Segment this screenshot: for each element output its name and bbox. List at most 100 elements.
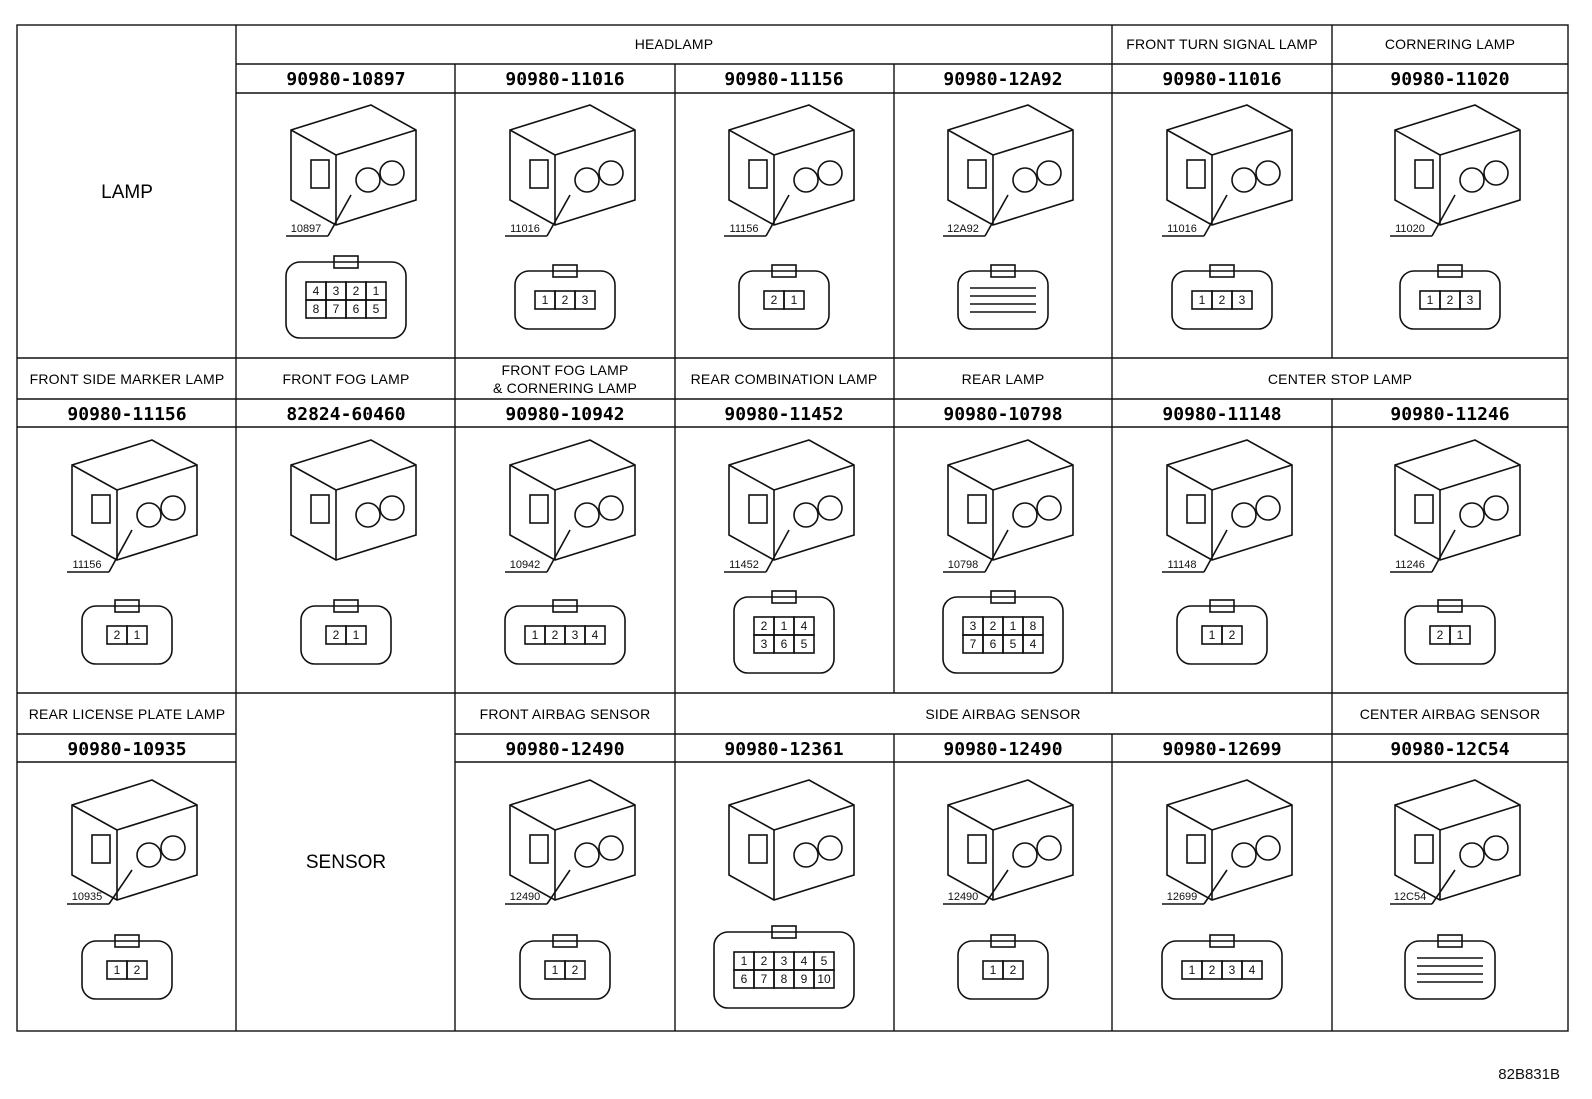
part-number: 90980-10935 bbox=[67, 739, 186, 760]
connector-drawing bbox=[1390, 439, 1521, 665]
header-front-fog-lamp-line1: FRONT FOG LAMP bbox=[502, 362, 629, 378]
terminal-cavity bbox=[1483, 160, 1509, 186]
connector-edge bbox=[509, 464, 636, 560]
terminal-cavity bbox=[1459, 167, 1485, 193]
connector-latch bbox=[529, 159, 549, 189]
connector-drawing bbox=[1162, 104, 1293, 330]
terminal-cavity bbox=[160, 495, 186, 521]
connector-housing bbox=[1166, 104, 1293, 226]
connector-edge bbox=[728, 464, 855, 560]
pin-number: 1 bbox=[781, 619, 788, 633]
part-tag: 10942 bbox=[510, 559, 541, 571]
connector-drawing bbox=[724, 439, 855, 674]
connector-lock bbox=[1209, 264, 1235, 278]
tag-leader bbox=[765, 194, 790, 237]
pin-number: 1 bbox=[134, 628, 141, 642]
terminal-cavity bbox=[793, 842, 819, 868]
terminal-cavity bbox=[1255, 835, 1281, 861]
pin-number: 1 bbox=[741, 954, 748, 968]
pin-number: 1 bbox=[373, 284, 380, 298]
terminal-cavity bbox=[598, 495, 624, 521]
connector-housing bbox=[1166, 779, 1293, 901]
pin-cavity bbox=[1241, 960, 1263, 980]
pin-number: 6 bbox=[990, 637, 997, 651]
connector-lock bbox=[990, 934, 1016, 948]
pin-cavity bbox=[1459, 290, 1481, 310]
terminal-cavity bbox=[1231, 842, 1257, 868]
connector-face bbox=[1161, 940, 1283, 1000]
connector-lock bbox=[114, 599, 140, 613]
part-number: 90980-11156 bbox=[67, 404, 186, 425]
header-front-side-marker-lamp: FRONT SIDE MARKER LAMP bbox=[30, 371, 225, 387]
pin-number: 3 bbox=[761, 637, 768, 651]
header-front-airbag-sensor: FRONT AIRBAG SENSOR bbox=[480, 706, 651, 722]
connector-edge bbox=[71, 464, 198, 560]
terminal-cavity bbox=[817, 495, 843, 521]
connector-lock bbox=[552, 264, 578, 278]
pin-number: 1 bbox=[532, 628, 539, 642]
part-number: 90980-10897 bbox=[286, 69, 405, 90]
pin-number: 2 bbox=[1229, 628, 1236, 642]
connector-edge bbox=[1394, 129, 1521, 225]
terminal-cavity bbox=[598, 160, 624, 186]
part-tag: 10798 bbox=[948, 559, 979, 571]
part-number: 90980-11016 bbox=[505, 69, 624, 90]
terminal-cavity bbox=[379, 160, 405, 186]
pin-number: 3 bbox=[572, 628, 579, 642]
terminal-cavity bbox=[136, 842, 162, 868]
terminal-cavity bbox=[817, 160, 843, 186]
connector-face bbox=[504, 605, 626, 665]
pin-cavity bbox=[1221, 625, 1243, 645]
pin-number: 1 bbox=[791, 293, 798, 307]
header-rear-combination-lamp: REAR COMBINATION LAMP bbox=[691, 371, 878, 387]
terminal-cavity bbox=[793, 502, 819, 528]
pin-number: 2 bbox=[353, 284, 360, 298]
connector-latch bbox=[748, 159, 768, 189]
pin-number: 1 bbox=[1209, 628, 1216, 642]
part-tag: 11016 bbox=[510, 223, 540, 235]
connector-edge bbox=[290, 129, 417, 225]
pin-number: 4 bbox=[592, 628, 599, 642]
tag-leader bbox=[1203, 529, 1228, 573]
pin-cavity bbox=[793, 634, 815, 654]
header-front-fog-lamp: FRONT FOG LAMP bbox=[283, 371, 410, 387]
connector-edge bbox=[290, 464, 417, 560]
tag-leader bbox=[1431, 194, 1456, 237]
part-number: 90980-12490 bbox=[505, 739, 624, 760]
row-label-lamp: LAMP bbox=[101, 182, 153, 203]
connector-lock bbox=[1209, 934, 1235, 948]
pin-number: 1 bbox=[1189, 963, 1196, 977]
connector-edge bbox=[947, 464, 1074, 560]
connector-edge bbox=[1166, 804, 1293, 900]
connector-face bbox=[1399, 270, 1501, 330]
terminal-cavity bbox=[1012, 167, 1038, 193]
connector-housing bbox=[728, 779, 855, 901]
table-grid bbox=[16, 24, 1569, 1032]
pin-number: 4 bbox=[801, 954, 808, 968]
pin-cavity bbox=[345, 625, 367, 645]
part-number: 90980-11148 bbox=[1162, 404, 1281, 425]
pin-number: 6 bbox=[353, 302, 360, 316]
connector-latch bbox=[967, 159, 987, 189]
part-tag: 11016 bbox=[1167, 223, 1197, 235]
header-front-fog-lamp-line2: & CORNERING LAMP bbox=[493, 380, 637, 396]
pin-number: 6 bbox=[781, 637, 788, 651]
connector-drawing bbox=[1390, 779, 1521, 1000]
pin-cavity bbox=[126, 625, 148, 645]
part-tag: 10935 bbox=[72, 891, 103, 903]
part-tag: 12699 bbox=[1167, 891, 1198, 903]
terminal-cavity bbox=[136, 502, 162, 528]
connector-edge bbox=[509, 804, 636, 900]
pin-number: 1 bbox=[353, 628, 360, 642]
tag-leader bbox=[984, 869, 1009, 905]
connector-housing bbox=[71, 439, 198, 561]
connector-housing bbox=[947, 779, 1074, 901]
connector-latch bbox=[529, 494, 549, 524]
connector-drawing bbox=[505, 779, 636, 1000]
pin-number: 5 bbox=[801, 637, 808, 651]
pin-number: 2 bbox=[761, 619, 768, 633]
terminal-cavity bbox=[1036, 495, 1062, 521]
pin-number: 4 bbox=[801, 619, 808, 633]
part-tag: 12A92 bbox=[947, 223, 979, 235]
